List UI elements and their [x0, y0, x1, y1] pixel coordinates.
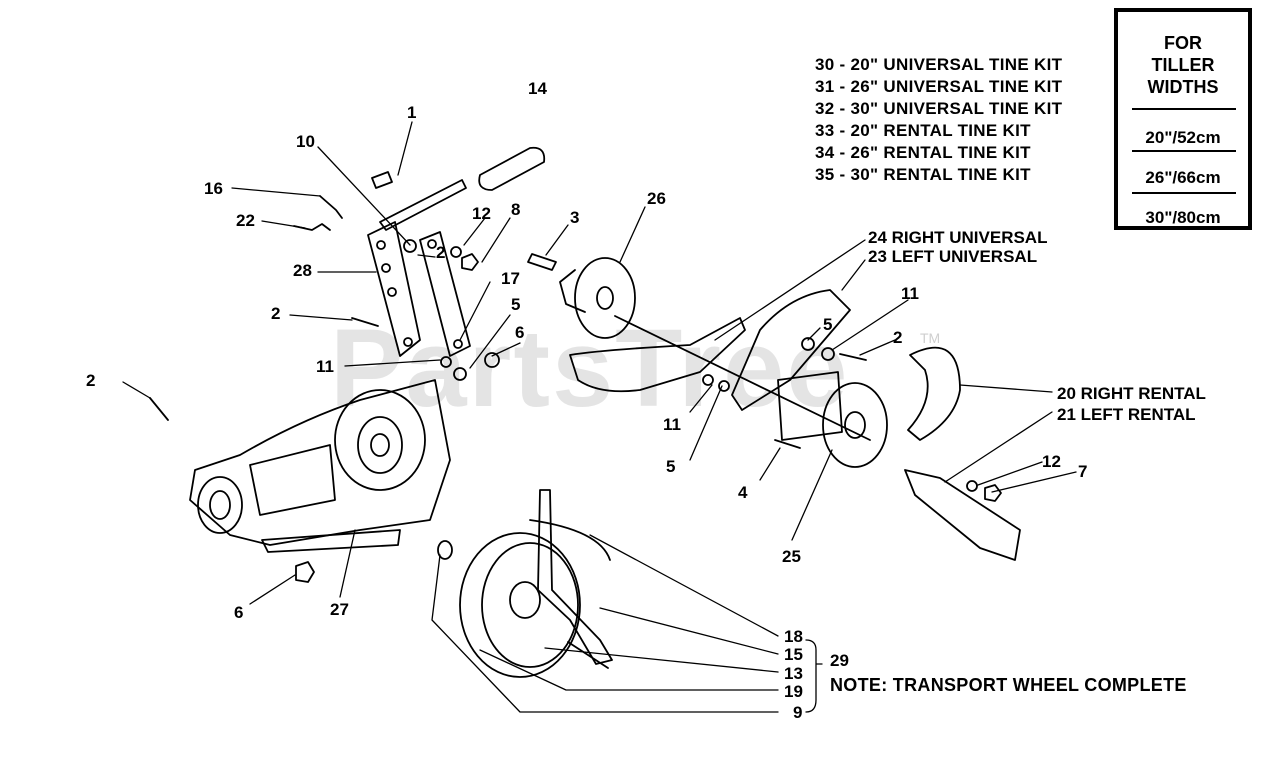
- callout-22: 22: [236, 211, 255, 230]
- callout-15: 15: [784, 645, 803, 664]
- callout-14: 14: [528, 79, 547, 98]
- callout-5: 5: [511, 295, 521, 314]
- callout-12-rental: 12: [1042, 452, 1061, 471]
- callout-11-hub: 11: [901, 284, 919, 303]
- tine-hub-25: [777, 371, 888, 468]
- kit-item: 32 - 30" UNIVERSAL TINE KIT: [815, 99, 1063, 118]
- callout-2-bracket: 2: [436, 243, 446, 262]
- label-right-universal: 24 RIGHT UNIVERSAL: [868, 228, 1048, 247]
- callout-7: 7: [1078, 462, 1088, 481]
- tine-hub-26: [559, 257, 871, 441]
- kit-item: 34 - 26" RENTAL TINE KIT: [815, 143, 1031, 162]
- callout-4: 4: [738, 483, 748, 502]
- kit-item: 30 - 20" UNIVERSAL TINE KIT: [815, 55, 1063, 74]
- callout-19: 19: [784, 682, 803, 701]
- widths-heading-line: FOR: [1164, 33, 1202, 53]
- callout-10: 10: [296, 132, 315, 151]
- watermark-tm: TM: [920, 330, 941, 346]
- transport-wheel: [437, 489, 613, 678]
- kit-item: 35 - 30" RENTAL TINE KIT: [815, 165, 1031, 184]
- kit-item: 31 - 26" UNIVERSAL TINE KIT: [815, 77, 1063, 96]
- callout-3: 3: [570, 208, 580, 227]
- callout-25: 25: [782, 547, 801, 566]
- universal-tines: [569, 289, 851, 411]
- callout-18: 18: [784, 627, 803, 646]
- callout-9: 9: [793, 703, 803, 722]
- label-left-universal: 23 LEFT UNIVERSAL: [868, 247, 1038, 266]
- callout-2-bolt: 2: [271, 304, 281, 323]
- callout-17: 17: [501, 269, 520, 288]
- rental-tines: [904, 346, 1021, 561]
- callout-2-hub: 2: [893, 328, 903, 347]
- callout-16: 16: [204, 179, 223, 198]
- callout-28: 28: [293, 261, 312, 280]
- callout-5-hub: 5: [823, 315, 833, 334]
- kit-item: 33 - 20" RENTAL TINE KIT: [815, 121, 1031, 140]
- callout-6-gearbox: 6: [234, 603, 244, 622]
- callout-6: 6: [515, 323, 525, 342]
- callout-11-tine: 11: [663, 415, 681, 434]
- leader-lines: [122, 121, 1077, 713]
- callout-29: 29: [830, 651, 849, 670]
- callout-2-gearbox: 2: [86, 371, 96, 390]
- label-left-rental: 21 LEFT RENTAL: [1057, 405, 1196, 424]
- callout-5-tine: 5: [666, 457, 676, 476]
- widths-heading-line: TILLER: [1151, 55, 1215, 75]
- width-value: 20"/52cm: [1145, 128, 1221, 147]
- tiller-widths-box: FOR TILLER WIDTHS 20"/52cm 26"/66cm 30"/…: [1114, 8, 1252, 230]
- widths-divider: [1132, 192, 1236, 194]
- gearbox-chain-case: [189, 379, 451, 553]
- widths-divider: [1132, 150, 1236, 152]
- callout-8: 8: [511, 200, 521, 219]
- label-right-rental: 20 RIGHT RENTAL: [1057, 384, 1206, 403]
- callout-11: 11: [316, 357, 334, 376]
- mounting-bracket: [367, 221, 471, 357]
- callout-13: 13: [784, 664, 803, 683]
- callout-27: 27: [330, 600, 349, 619]
- callout-1: 1: [407, 103, 417, 122]
- fasteners: [149, 171, 1002, 583]
- note-transport-wheel: NOTE: TRANSPORT WHEEL COMPLETE: [830, 675, 1187, 695]
- width-value: 26"/66cm: [1145, 168, 1221, 187]
- callout-12: 12: [472, 204, 491, 223]
- widths-divider: [1132, 108, 1236, 110]
- widths-heading-line: WIDTHS: [1147, 77, 1219, 97]
- callout-26: 26: [647, 189, 666, 208]
- width-value: 30"/80cm: [1145, 208, 1221, 227]
